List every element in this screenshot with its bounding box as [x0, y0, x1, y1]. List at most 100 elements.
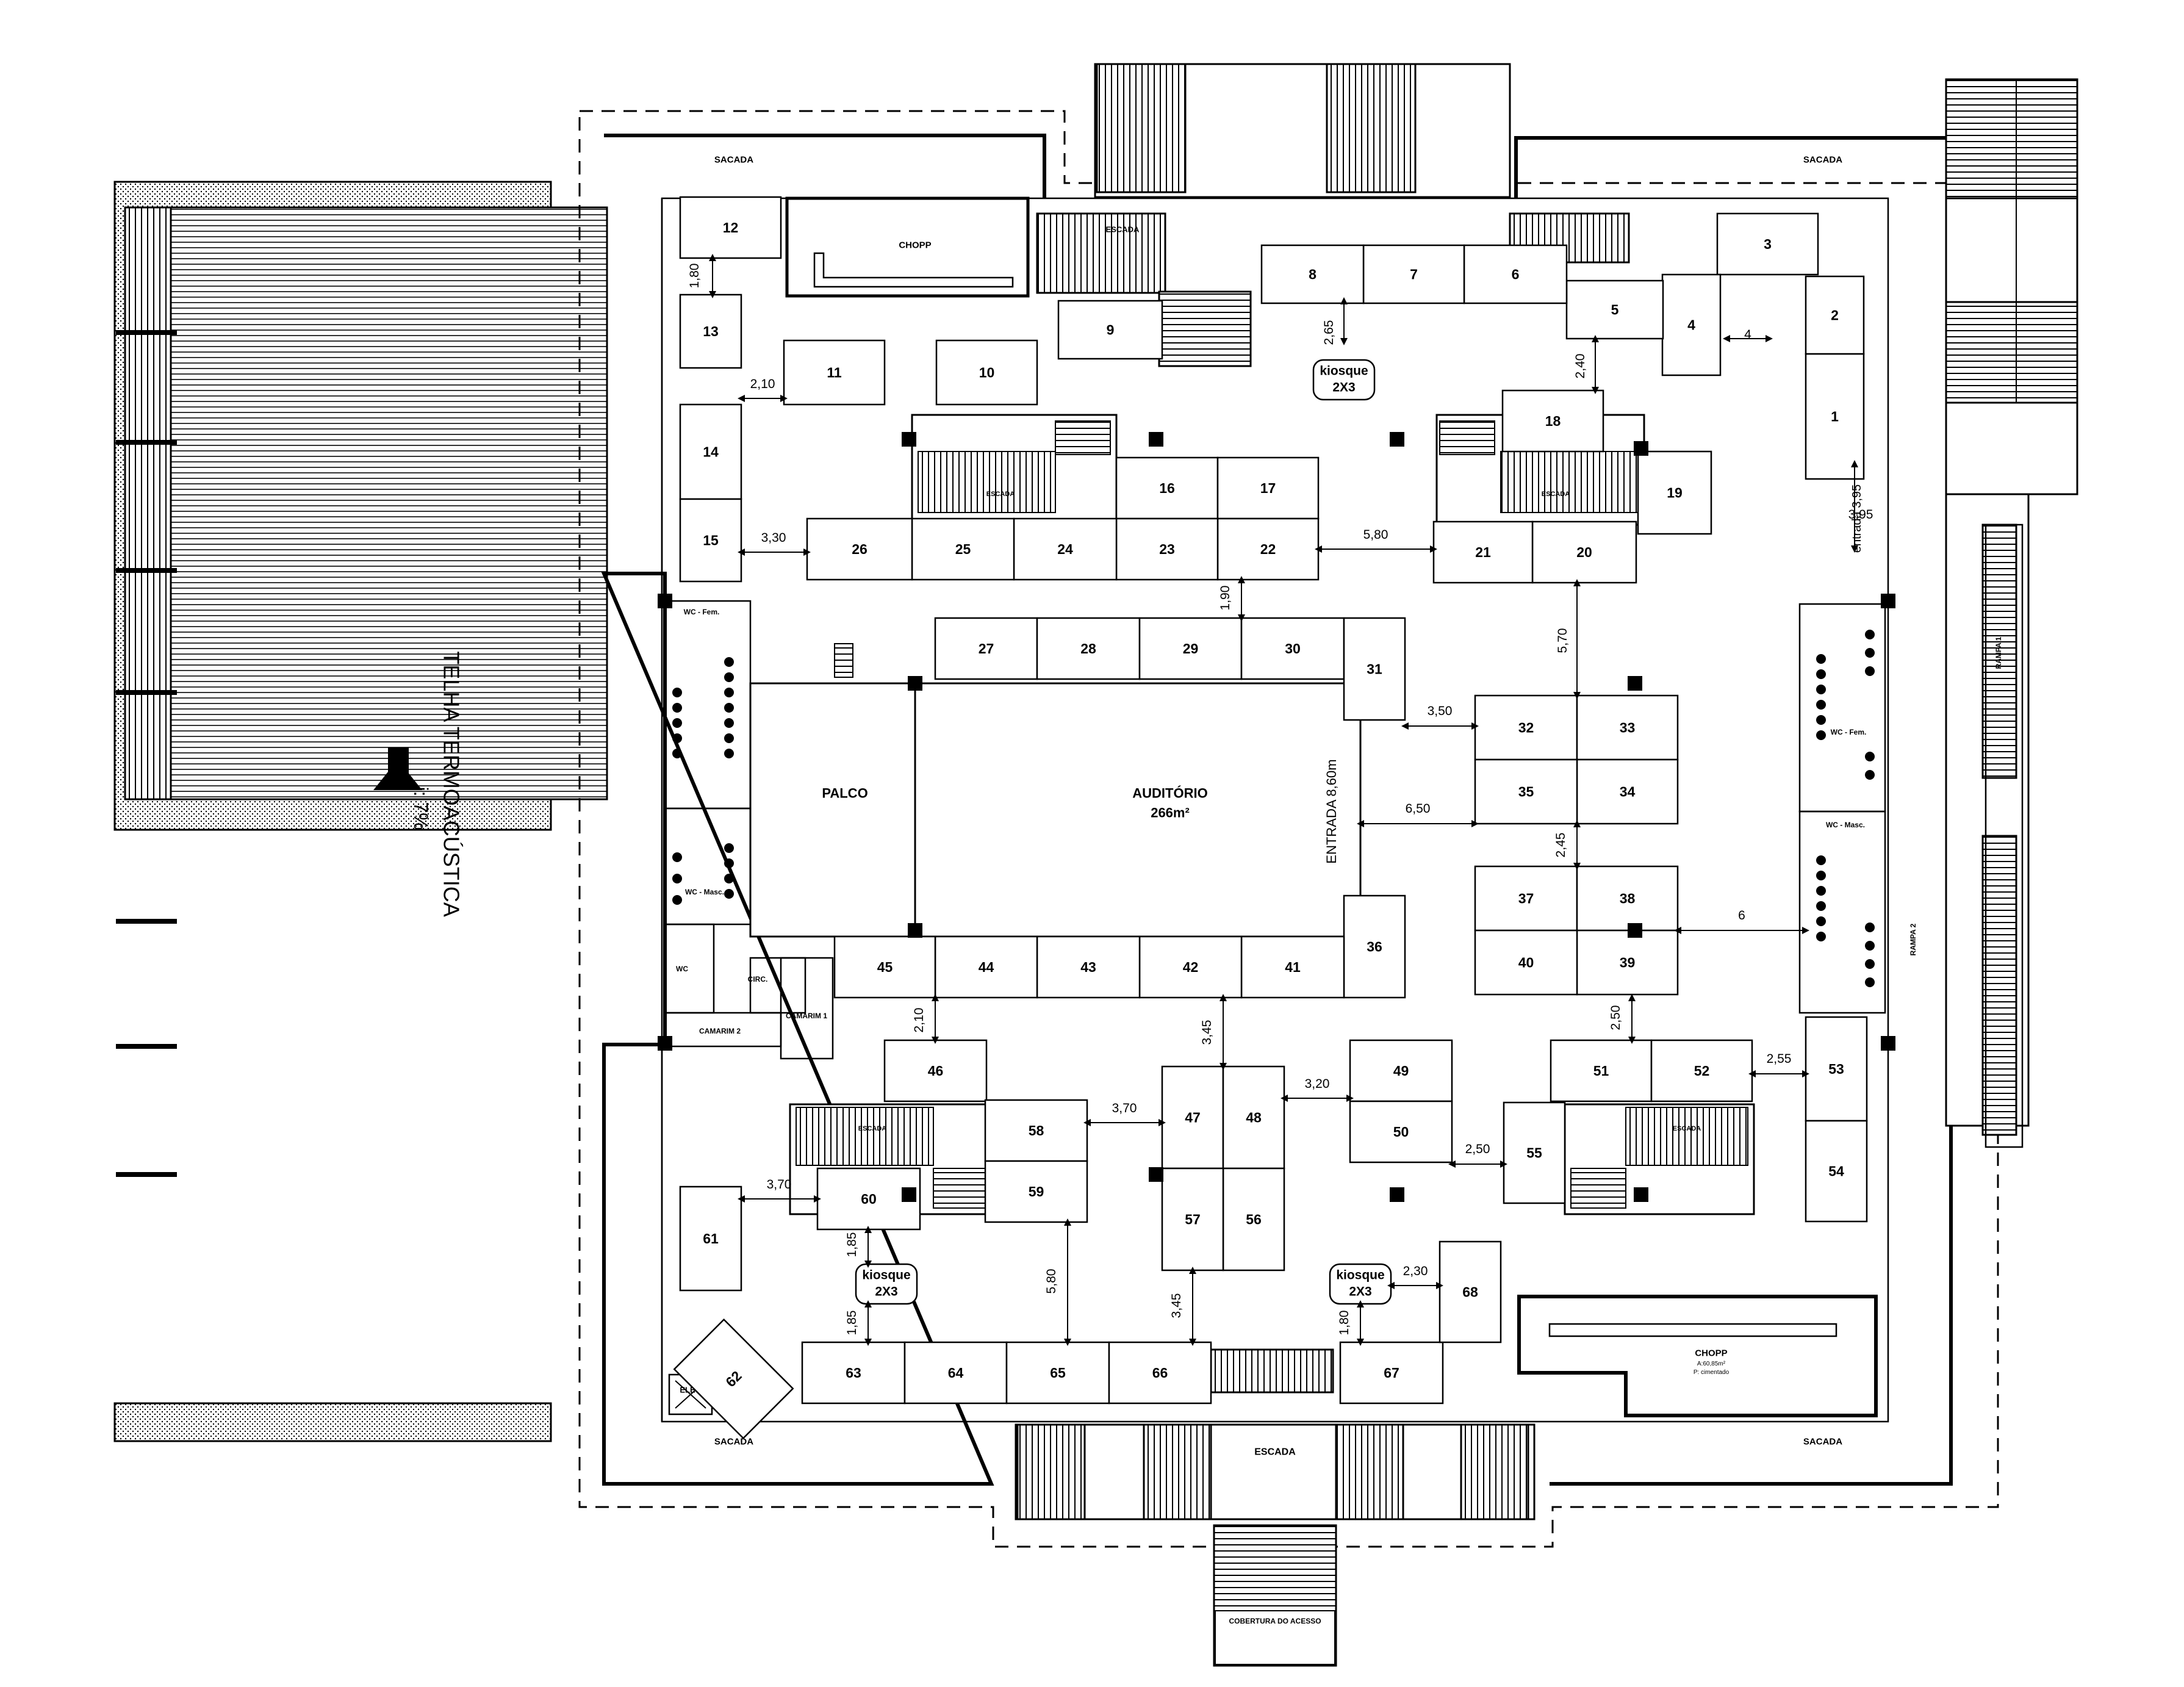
chopp-top: CHOPP [785, 196, 1030, 298]
stall-16[interactable]: 16 [1115, 456, 1219, 520]
dimension-value: 2,40 [1573, 354, 1587, 379]
dimension-value: 6 [1738, 908, 1745, 923]
stall-36[interactable]: 36 [1343, 894, 1406, 999]
stall-65[interactable]: 65 [1005, 1341, 1110, 1405]
stall-box [934, 935, 1038, 999]
dimension-25: 1,85 [845, 1300, 872, 1346]
stall-35[interactable]: 35 [1474, 758, 1578, 825]
stall-22[interactable]: 22 [1216, 517, 1320, 581]
stall-box [1161, 1167, 1224, 1272]
stall-48[interactable]: 48 [1222, 1065, 1285, 1170]
stall-20[interactable]: 20 [1531, 520, 1637, 584]
stall-15[interactable]: 15 [679, 498, 742, 583]
stall-number: 45 [877, 959, 893, 975]
stall-8[interactable]: 8 [1260, 244, 1365, 304]
stall-box [1576, 865, 1679, 932]
stall-2[interactable]: 2 [1805, 275, 1865, 355]
stall-25[interactable]: 25 [911, 517, 1015, 581]
stall-59[interactable]: 59 [984, 1160, 1088, 1223]
bottom-stairs: ESCADA COBERTURA DO ACESSO [1015, 1348, 1536, 1667]
kiosk-3[interactable]: kiosque 2X3 [1329, 1263, 1392, 1305]
stall-44[interactable]: 44 [934, 935, 1038, 999]
stall-19[interactable]: 19 [1637, 450, 1712, 535]
stall-box [1474, 865, 1578, 932]
stall-52[interactable]: 52 [1650, 1039, 1753, 1102]
stall-number: 20 [1576, 544, 1592, 560]
stall-10[interactable]: 10 [935, 339, 1038, 406]
stall-63[interactable]: 63 [801, 1341, 906, 1405]
stall-24[interactable]: 24 [1013, 517, 1118, 581]
stall-45[interactable]: 45 [833, 935, 936, 999]
stall-37[interactable]: 37 [1474, 865, 1578, 932]
dimension-27: 2,30 [1387, 1264, 1443, 1289]
dimension-10: 5,70 [1556, 579, 1581, 699]
stall-17[interactable]: 17 [1216, 456, 1320, 520]
balcony-label-tr: SACADA [1803, 155, 1842, 165]
stall-61[interactable]: 61 [679, 1185, 742, 1292]
stall-67[interactable]: 67 [1339, 1341, 1444, 1405]
stall-1[interactable]: 1 [1805, 353, 1865, 480]
stall-box [1550, 1039, 1653, 1102]
stall-28[interactable]: 28 [1036, 617, 1141, 680]
kiosk-2[interactable]: kiosque 2X3 [855, 1263, 918, 1305]
stall-38[interactable]: 38 [1576, 865, 1679, 932]
stall-27[interactable]: 27 [934, 617, 1038, 680]
stall-21[interactable]: 21 [1432, 520, 1534, 584]
stall-box [1463, 244, 1568, 304]
stall-50[interactable]: 50 [1349, 1100, 1453, 1164]
stall-33[interactable]: 33 [1576, 694, 1679, 761]
stall-11[interactable]: 11 [783, 339, 886, 406]
stall-57[interactable]: 57 [1161, 1167, 1224, 1272]
stall-13[interactable]: 13 [679, 293, 742, 369]
stall-12[interactable]: 12 [679, 196, 782, 259]
stall-42[interactable]: 42 [1138, 935, 1243, 999]
stall-number: 21 [1475, 544, 1491, 560]
stall-number: 61 [703, 1231, 719, 1246]
stall-58[interactable]: 58 [984, 1099, 1088, 1162]
stall-51[interactable]: 51 [1550, 1039, 1653, 1102]
stall-6[interactable]: 6 [1463, 244, 1568, 304]
stall-64[interactable]: 64 [903, 1341, 1008, 1405]
stall-43[interactable]: 43 [1036, 935, 1141, 999]
stall-54[interactable]: 54 [1805, 1120, 1868, 1223]
stall-40[interactable]: 40 [1474, 929, 1578, 996]
stall-box [1339, 1341, 1444, 1405]
stall-3[interactable]: 3 [1716, 212, 1819, 276]
column-2 [1390, 432, 1404, 447]
stall-68[interactable]: 68 [1439, 1240, 1502, 1343]
stall-55[interactable]: 55 [1503, 1101, 1566, 1204]
stall-5[interactable]: 5 [1565, 279, 1664, 340]
stall-7[interactable]: 7 [1362, 244, 1465, 304]
stall-26[interactable]: 26 [806, 517, 913, 581]
stall-9[interactable]: 9 [1057, 300, 1163, 360]
stall-49[interactable]: 49 [1349, 1039, 1453, 1102]
stall-32[interactable]: 32 [1474, 694, 1578, 761]
stall-number: 28 [1080, 641, 1096, 656]
column-4 [1634, 441, 1648, 456]
stall-53[interactable]: 53 [1805, 1016, 1868, 1122]
stall-number: 33 [1620, 720, 1636, 736]
stall-62[interactable]: 62 [673, 1318, 794, 1439]
stall-23[interactable]: 23 [1115, 517, 1219, 581]
stall-14[interactable]: 14 [679, 403, 742, 500]
stall-39[interactable]: 39 [1576, 929, 1679, 996]
stall-number: 10 [979, 365, 995, 381]
stall-66[interactable]: 66 [1108, 1341, 1212, 1405]
stall-41[interactable]: 41 [1240, 935, 1345, 999]
dimension-3: 3,30 [738, 531, 811, 556]
stall-number: 53 [1828, 1061, 1844, 1077]
stall-29[interactable]: 29 [1138, 617, 1243, 680]
stall-34[interactable]: 34 [1576, 758, 1679, 825]
stall-box [1805, 275, 1865, 355]
stall-46[interactable]: 46 [883, 1039, 988, 1102]
stall-56[interactable]: 56 [1222, 1167, 1285, 1272]
stall-number: 44 [979, 959, 994, 975]
stall-4[interactable]: 4 [1661, 273, 1722, 376]
stall-30[interactable]: 30 [1240, 617, 1345, 680]
stall-18[interactable]: 18 [1501, 389, 1604, 453]
kiosk-1[interactable]: kiosque 2X3 [1312, 359, 1376, 401]
stall-number: 55 [1526, 1145, 1542, 1161]
stall-47[interactable]: 47 [1161, 1065, 1224, 1170]
stall-31[interactable]: 31 [1343, 617, 1406, 721]
stall-box [801, 1341, 906, 1405]
